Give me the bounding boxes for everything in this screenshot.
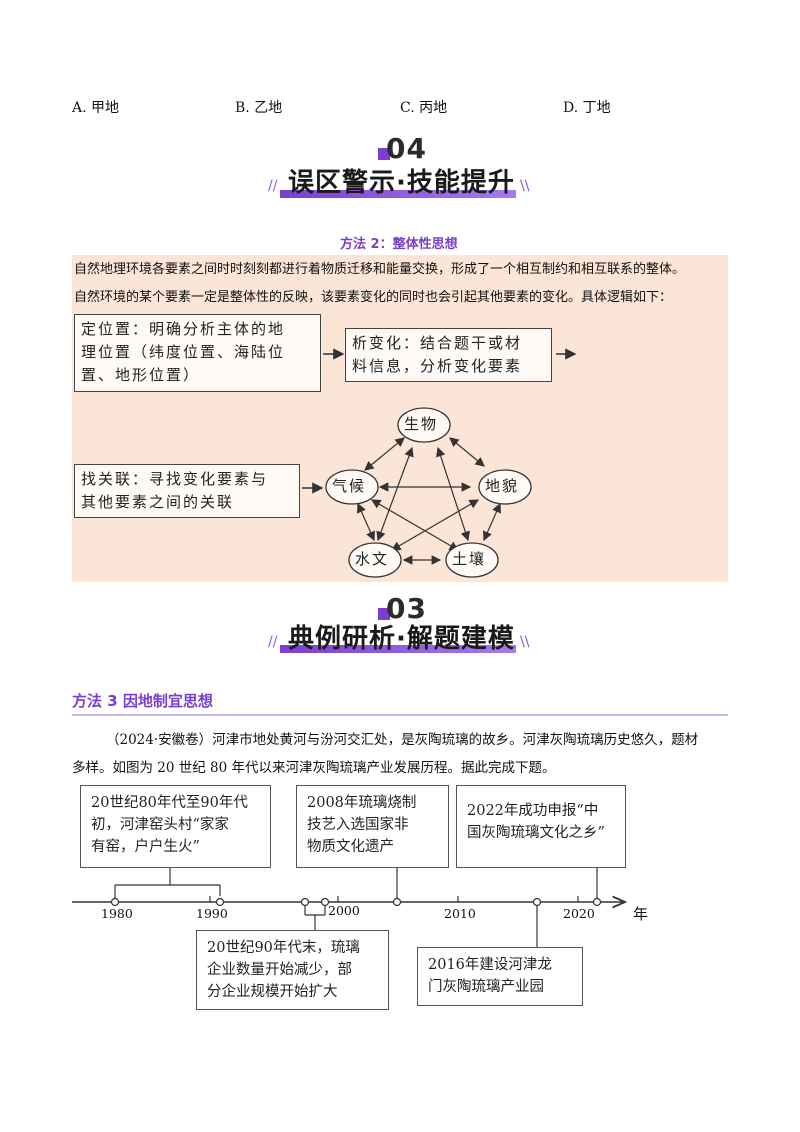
node-biology-label: 生物 — [404, 415, 439, 433]
section-04-number-wrap: 04 — [378, 132, 440, 168]
tick-1990: 1990 — [196, 906, 228, 921]
section-marker-2 — [378, 608, 390, 620]
event-1-line2: 初，河津窑头村“家家 — [91, 817, 229, 833]
event-2008-box: 2008年琉璃烧制 技艺入选国家非 物质文化遗产 — [296, 785, 449, 868]
event-1980s-box: 20世纪80年代至90年代 初，河津窑头村“家家 有窑，户户生火” — [80, 785, 271, 868]
event-4-line3: 分企业规模开始扩大 — [207, 984, 338, 1000]
question-line-1: （2024·安徽卷）河津市地处黄河与汾河交汇处，是灰陶琉璃的故乡。河津灰陶琉璃历… — [106, 732, 699, 748]
box1-line3: 置、地形位置） — [81, 366, 201, 384]
event-1-line3: 有窑，户户生火” — [91, 839, 200, 855]
section-03-underline — [280, 645, 516, 653]
section-marker — [378, 148, 390, 160]
box3-line1: 找关联：寻找变化要素与 — [81, 470, 269, 488]
node-hydrology-label: 水文 — [355, 550, 390, 568]
node-climate-label: 气候 — [332, 477, 367, 495]
question-line-2: 多样。如图为 20 世纪 80 年代以来河津灰陶琉璃产业发展历程。据此完成下题。 — [72, 760, 556, 776]
tick-2010: 2010 — [444, 906, 476, 921]
option-b: B. 乙地 — [235, 100, 283, 116]
locate-position-box: 定位置：明确分析主体的地 理位置（纬度位置、海陆位 置、地形位置） — [74, 314, 321, 392]
option-d: D. 丁地 — [563, 100, 611, 116]
section-04-title: 误区警示·技能提升 — [288, 168, 515, 198]
section-04-underline — [280, 190, 516, 198]
section-03-number: 03 — [386, 592, 427, 625]
node-landform-label: 地貌 — [485, 477, 520, 495]
node-soil-label: 土壤 — [452, 550, 487, 568]
event-4-line2: 企业数量开始减少，部 — [207, 962, 352, 978]
event-2-line1: 2008年琉璃烧制 — [307, 795, 417, 811]
event-2-line2: 技艺入选国家非 — [307, 817, 409, 833]
tick-1980: 1980 — [101, 906, 133, 921]
box1-line1: 定位置：明确分析主体的地 — [81, 320, 286, 338]
section-04-slash-right: \\ — [520, 178, 530, 194]
event-2022-box: 2022年成功申报“中 国灰陶琉璃文化之乡” — [456, 785, 626, 868]
section-03-slash-left: // — [268, 634, 278, 650]
method-2-line-2: 自然环境的某个要素一定是整体性的反映，该要素变化的同时也会引起其他要素的变化。具… — [74, 290, 673, 305]
section-03-title: 典例研析·解题建模 — [288, 624, 515, 654]
option-c: C. 丙地 — [400, 100, 448, 116]
event-3-line2: 国灰陶琉璃文化之乡” — [467, 825, 605, 841]
method-2-title: 方法 2：整体性思想 — [340, 237, 458, 252]
find-relation-box: 找关联：寻找变化要素与 其他要素之间的关联 — [74, 464, 300, 518]
tick-2020: 2020 — [563, 906, 595, 921]
node-climate — [325, 469, 379, 505]
box2-line1: 析变化：结合题干或材 — [352, 334, 523, 352]
method-2-line-1: 自然地理环境各要素之间时时刻刻都进行着物质迁移和能量交换，形成了一个相互制约和相… — [74, 262, 686, 277]
event-2016-box: 2016年建设河津龙 门灰陶琉璃产业园 — [417, 947, 583, 1006]
event-5-line1: 2016年建设河津龙 — [428, 957, 552, 973]
section-04-number: 04 — [386, 132, 427, 165]
section-04-slash-left: // — [268, 178, 278, 194]
section-03-slash-right: \\ — [520, 634, 530, 650]
node-soil — [445, 542, 499, 578]
event-1-line1: 20世纪80年代至90年代 — [91, 795, 248, 811]
section-03-number-wrap: 03 — [378, 592, 440, 628]
box1-line2: 理位置（纬度位置、海陆位 — [81, 343, 286, 361]
event-1990s-end-box: 20世纪90年代末，琉璃 企业数量开始减少，部 分企业规模开始扩大 — [196, 930, 389, 1010]
method-3-divider — [72, 714, 728, 716]
event-4-line1: 20世纪90年代末，琉璃 — [207, 940, 360, 956]
node-biology — [397, 407, 451, 443]
event-3-line1: 2022年成功申报“中 — [467, 803, 599, 819]
box3-line2: 其他要素之间的关联 — [81, 493, 235, 511]
analyze-change-box: 析变化：结合题干或材 料信息，分析变化要素 — [345, 328, 552, 382]
method-3-title: 方法 3 因地制宜思想 — [72, 692, 213, 710]
event-5-line2: 门灰陶琉璃产业园 — [428, 979, 544, 995]
axis-unit: 年 — [633, 905, 649, 923]
box2-line2: 料信息，分析变化要素 — [352, 357, 523, 375]
method-2-flow-arrows — [302, 348, 577, 578]
node-landform — [478, 469, 532, 505]
tick-2000: 2000 — [328, 903, 360, 918]
node-hydrology — [348, 542, 402, 578]
event-2-line3: 物质文化遗产 — [307, 839, 394, 855]
option-a: A. 甲地 — [72, 100, 120, 116]
